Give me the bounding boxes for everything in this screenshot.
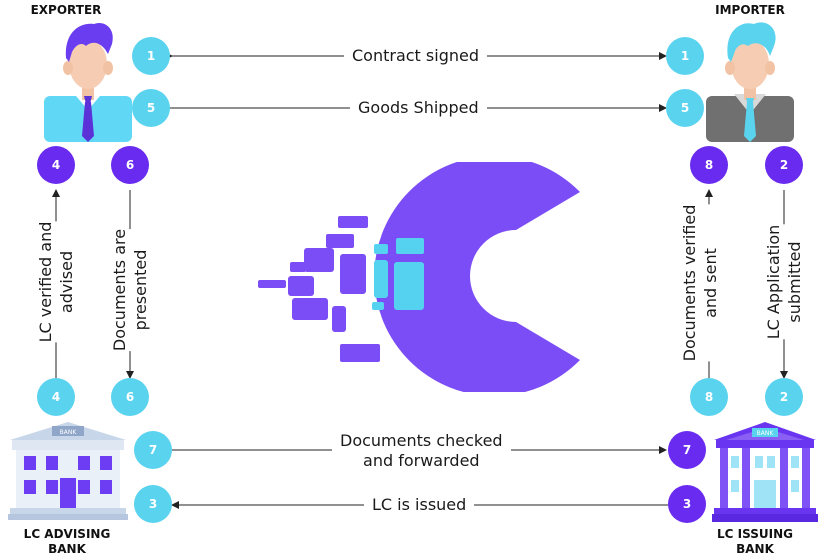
exporter-step-6-badge: 6 [111,146,149,184]
importer-title: IMPORTER [715,3,785,17]
advising-step-6-badge: 6 [111,378,149,416]
advising-step-7-badge: 7 [134,431,172,469]
brand-logo-icon [258,162,580,392]
lc-verified-label: LC verified and advised [35,221,77,343]
issuing-bank-title-line1: LC ISSUING [717,527,793,541]
importer-person-icon [706,22,794,142]
docs-presented-label: Documents are presented [109,228,151,352]
docs-presented-line1: Documents are [110,228,129,352]
lc-application-label: LC Application submitted [763,224,805,340]
lc-issued-label: LC is issued [364,495,475,515]
documents-forwarded-line1: Documents checked [340,431,503,450]
advising-bank-icon: BANK [8,422,128,520]
docs-verified-label: Documents verified and sent [679,204,721,362]
lc-application-line2: submitted [785,241,804,323]
docs-presented-line2: presented [131,249,150,331]
importer-step-2-badge: 2 [765,146,803,184]
lc-verified-line2: advised [57,250,76,314]
lc-verified-line1: LC verified and [36,221,55,343]
issuing-bank-title: LC ISSUING BANK [712,527,798,556]
docs-verified-line2: and sent [701,248,720,318]
advising-bank-sign: BANK [60,429,78,436]
exporter-step-4-badge: 4 [37,146,75,184]
exporter-title: EXPORTER [30,3,102,17]
exporter-step-1-badge: 1 [132,37,170,75]
issuing-step-8-badge: 8 [690,378,728,416]
issuing-bank-icon: BANK [712,422,818,522]
issuing-bank-sign: BANK [757,430,775,437]
documents-forwarded-label: Documents checked and forwarded [332,431,511,471]
issuing-bank-title-line2: BANK [736,542,774,556]
advising-step-4-badge: 4 [37,378,75,416]
issuing-step-7-badge: 7 [668,431,706,469]
documents-forwarded-line2: and forwarded [363,451,480,470]
docs-verified-line1: Documents verified [680,204,699,362]
issuing-step-3-badge: 3 [668,485,706,523]
contract-signed-label: Contract signed [344,46,487,66]
goods-shipped-label: Goods Shipped [350,98,487,118]
advising-step-3-badge: 3 [134,485,172,523]
advising-bank-title: LC ADVISING BANK [23,527,111,556]
lc-application-line1: LC Application [764,224,783,340]
importer-step-8-badge: 8 [690,146,728,184]
importer-step-1-badge: 1 [666,37,704,75]
issuing-step-2-badge: 2 [765,378,803,416]
exporter-step-5-badge: 5 [132,89,170,127]
exporter-person-icon [44,22,132,142]
importer-step-5-badge: 5 [666,89,704,127]
